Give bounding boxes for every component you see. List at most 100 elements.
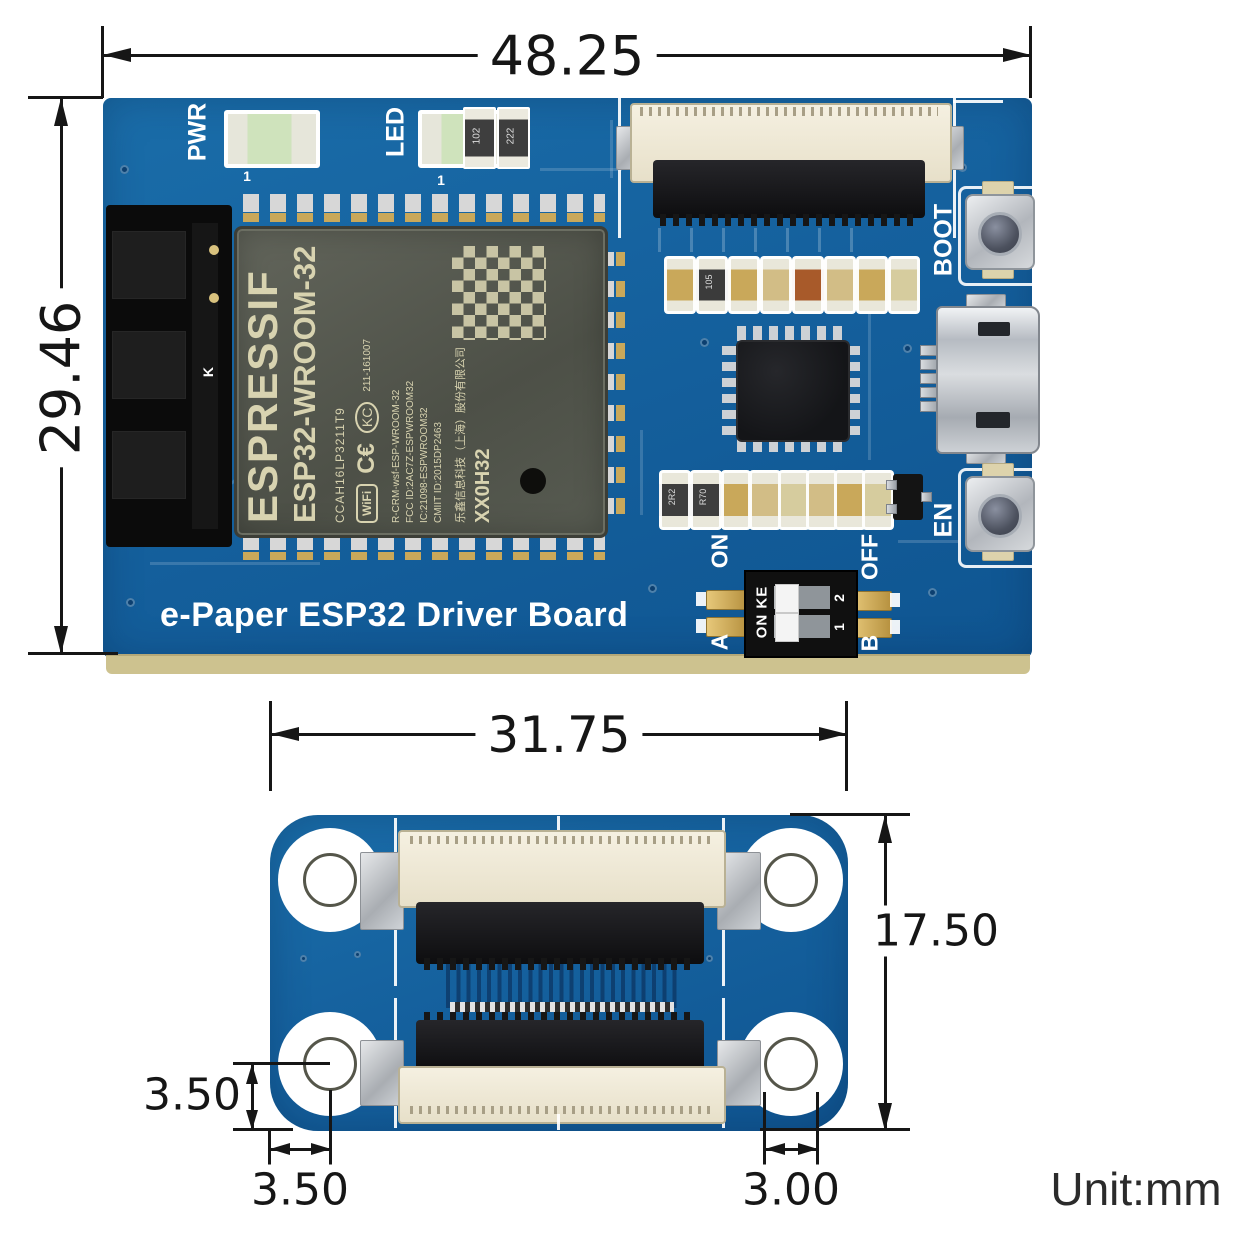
mounting-hole-drill [764, 853, 818, 907]
smd-resistor-2r2 [659, 470, 691, 530]
antenna-via [209, 293, 219, 303]
led-label: LED [381, 107, 410, 157]
dip-switch [744, 570, 858, 658]
dip-knob-2[interactable] [775, 584, 799, 613]
sot23-leg [921, 492, 932, 502]
dip-2-label: 2 [831, 594, 847, 602]
fpc3-latch [416, 1020, 704, 1072]
fpc3-solder-tab-left [360, 1040, 404, 1106]
pcb-trace [898, 540, 958, 543]
fpc3-center-mark [557, 1114, 560, 1130]
esp32-brand: ESPRESSIF [239, 269, 286, 523]
antenna-meander [112, 231, 186, 299]
b-label: B [856, 634, 883, 652]
dim-31-tick-right [845, 701, 848, 791]
pad-strip-gold [616, 252, 625, 514]
dim-350h-line [270, 1148, 331, 1151]
dim-350v-ext-top [233, 1062, 330, 1065]
esp32-pin1-dot [520, 468, 546, 494]
smd-component [856, 256, 888, 314]
resistor-222 [497, 107, 530, 169]
boot-label: BOOT [929, 203, 958, 277]
smd-component [792, 256, 824, 314]
unit-label: Unit:mm [1050, 1163, 1222, 1215]
antenna-meander [112, 431, 186, 499]
antenna-meander [192, 223, 218, 529]
dim-hole-offset-bottom: 3.50 [143, 1069, 241, 1121]
via [354, 951, 361, 958]
esp32-cert-marks: WiFi C€ KC 211-161007 [353, 229, 381, 523]
pcb-trace [868, 300, 871, 460]
dim-17-arrow-down [878, 1103, 892, 1131]
smd-component [749, 470, 781, 530]
smd-resistor-r70 [690, 470, 722, 530]
usb-uart-ic [736, 340, 850, 442]
dim-300-line [765, 1148, 818, 1151]
pcb-trace [640, 430, 643, 515]
qfp-pins-left [722, 343, 737, 435]
esp32-reg1: R-CRM-wsf-ESP-WROOM-32 [391, 389, 403, 523]
mounting-hole-drill [303, 853, 357, 907]
kc-mark: KC [355, 401, 380, 434]
fpc1-latch-teeth [660, 214, 918, 226]
pcb-trace [610, 120, 613, 178]
fpc3-pins [410, 1106, 710, 1114]
en-label: EN [929, 502, 958, 538]
pcb-trace [150, 562, 320, 565]
esp32-cert-id: CCAH16LP3211T9 [333, 407, 348, 523]
dim-hole-diameter: 3.00 [742, 1164, 840, 1216]
dim-29-ext-bottom [28, 652, 118, 655]
led-index-label: 1 [437, 172, 445, 188]
dim-48-arrow-right [1003, 48, 1031, 62]
dim-31-arrow-right [819, 727, 847, 741]
off-label: OFF [856, 534, 883, 580]
dip-pin-mark [696, 619, 706, 633]
sot23-leg [886, 480, 897, 490]
via [903, 344, 912, 353]
qfp-pins-top [737, 326, 845, 341]
pcb-trace [540, 168, 622, 171]
smd-resistor-105-label: 105 [704, 274, 714, 290]
fpc2-center-mark [557, 816, 560, 838]
pwr-index-label: 1 [243, 168, 251, 184]
dim-hole-offset-left: 3.50 [251, 1164, 349, 1216]
via [120, 165, 129, 174]
dim-350v-ext-bottom [233, 1128, 293, 1131]
dip-knob-1[interactable] [775, 613, 799, 642]
via [700, 338, 709, 347]
via [300, 955, 307, 962]
dim-board2-height: 17.50 [861, 905, 1011, 957]
dim-17-ext-bottom [760, 1128, 910, 1131]
smd-resistor-105 [696, 256, 728, 314]
dim-350v-line [251, 1064, 254, 1130]
esp32-pads-top [243, 194, 605, 224]
dim-48-tick-left [101, 26, 104, 98]
dim-17-arrow-up [878, 815, 892, 843]
board-title: e-Paper ESP32 Driver Board [160, 596, 629, 634]
esp32-model: ESP32-WROOM-32 [287, 245, 323, 523]
fpc2-latch [416, 902, 704, 964]
via [706, 955, 713, 962]
dip-switch-label: ON KE [753, 585, 771, 639]
pcb-side-edge [106, 654, 1030, 674]
esp32-reg2: FCC ID:2AC7Z-ESPWROOM32 [405, 380, 417, 523]
fpc1-pins [640, 107, 938, 116]
a-label: A [706, 633, 733, 651]
pwr-label: PWR [183, 102, 212, 162]
dim-350h-arrow-right [311, 1143, 331, 1155]
dim-31-tick-left [269, 701, 272, 791]
smd-resistor-2r2-label: 2R2 [667, 488, 677, 506]
smd-component [721, 470, 751, 530]
dim-29-arrow-down [54, 626, 68, 654]
dim-300-arrow-right [798, 1143, 818, 1155]
dip-pin-mark [890, 593, 900, 607]
dim-board2-width: 31.75 [475, 706, 643, 764]
sot23-leg [886, 504, 897, 514]
esp32-reg4: CMIIT ID:2015DP2463 [433, 422, 445, 523]
cert-id2: 211-161007 [361, 338, 373, 392]
usb-slot [976, 412, 1010, 428]
smd-component [862, 470, 894, 530]
smd-component [824, 256, 856, 314]
usb-slot [978, 322, 1010, 336]
